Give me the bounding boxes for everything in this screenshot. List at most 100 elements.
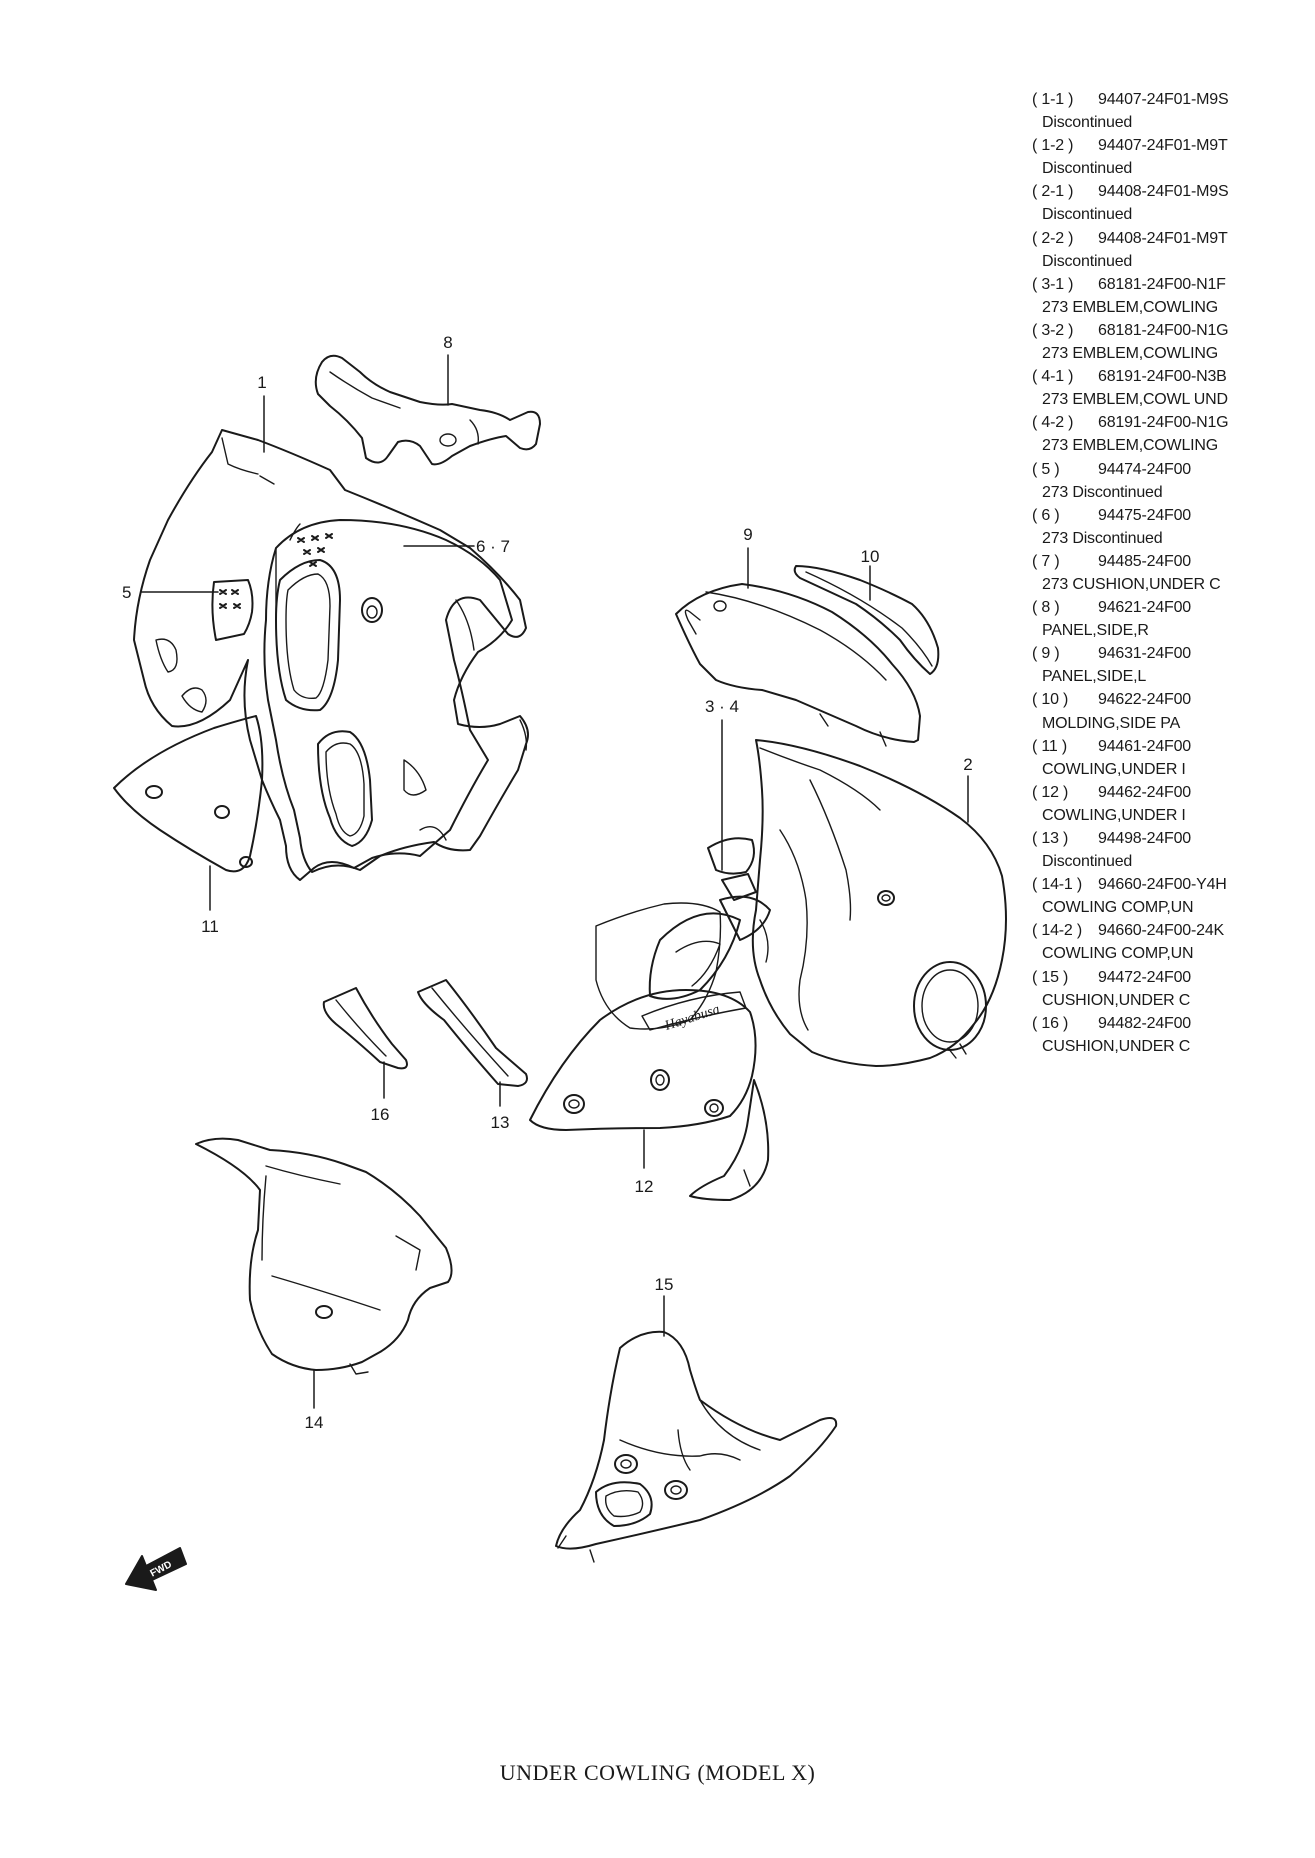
- parts-list-entry-head: ( 3-1 )68181-24F00-N1F: [1032, 273, 1302, 296]
- part-number[interactable]: 94408-24F01-M9T: [1098, 229, 1228, 247]
- part-ref-key: ( 10 ): [1032, 691, 1069, 709]
- part-number[interactable]: 94631-24F00: [1098, 645, 1191, 663]
- part-ref-key: ( 14-2 ): [1032, 922, 1082, 940]
- part-number[interactable]: 94475-24F00: [1098, 506, 1191, 524]
- part-3-4-emblem-cowling[interactable]: [595, 837, 771, 1030]
- callout-5-label: 5: [122, 583, 131, 602]
- part-description: COWLING,UNDER I: [1042, 760, 1186, 778]
- part-number[interactable]: 94462-24F00: [1098, 783, 1191, 801]
- part-ref-key: ( 14-1 ): [1032, 876, 1082, 894]
- part-description: 273 Discontinued: [1042, 529, 1163, 547]
- part-6-7-cowling-upper-left[interactable]: [263, 519, 529, 873]
- callout-6-7-label: 6 · 7: [476, 537, 510, 556]
- part-number[interactable]: 94408-24F01-M9S: [1098, 183, 1229, 201]
- part-description: MOLDING,SIDE PA: [1042, 714, 1181, 732]
- part-number[interactable]: 94474-24F00: [1098, 460, 1191, 478]
- part-number[interactable]: 94482-24F00: [1098, 1014, 1191, 1032]
- part-description: PANEL,SIDE,R: [1042, 622, 1149, 640]
- callout-2-label: 2: [963, 755, 972, 774]
- callout-1: 1: [257, 373, 267, 453]
- part-number[interactable]: 94461-24F00: [1098, 737, 1191, 755]
- part-number[interactable]: 94621-24F00: [1098, 599, 1191, 617]
- parts-list-entry-head: ( 4-1 )68191-24F00-N3B: [1032, 365, 1302, 388]
- part-number[interactable]: 68181-24F00-N1G: [1098, 321, 1229, 339]
- callout-6-7: 6 · 7: [403, 537, 510, 556]
- part-8-panel-side-r[interactable]: [314, 354, 541, 466]
- part-number[interactable]: 68181-24F00-N1F: [1098, 275, 1226, 293]
- parts-list-entry[interactable]: ( 2-1 )94408-24F01-M9S Discontinued: [1032, 180, 1302, 226]
- callout-3-4: 3 · 4: [705, 697, 739, 871]
- part-ref-key: ( 15 ): [1032, 968, 1069, 986]
- part-5-cushion-pad[interactable]: [211, 579, 254, 641]
- callout-3-4-label: 3 · 4: [705, 697, 739, 716]
- parts-list-entry-head: ( 4-2 )68191-24F00-N1G: [1032, 411, 1302, 434]
- part-description: CUSHION,UNDER C: [1042, 991, 1191, 1009]
- parts-list-entry-head: ( 2-1 )94408-24F01-M9S: [1032, 180, 1302, 203]
- callout-8-label: 8: [443, 333, 452, 352]
- part-number[interactable]: 94407-24F01-M9T: [1098, 137, 1228, 155]
- part-description: PANEL,SIDE,L: [1042, 668, 1147, 686]
- callout-8: 8: [443, 333, 453, 406]
- part-ref-key: ( 1-2 ): [1032, 137, 1074, 155]
- part-12-cowling-under-right[interactable]: Hayabusa: [529, 989, 770, 1201]
- part-14-cowling-comp-under[interactable]: [555, 1330, 838, 1563]
- parts-list-entry-head: ( 11 )94461-24F00: [1032, 735, 1302, 758]
- part-number[interactable]: 94660-24F00-24K: [1098, 922, 1224, 940]
- callout-15-label: 16: [371, 1105, 390, 1124]
- page-caption: UNDER COWLING (MODEL X): [499, 1760, 816, 1785]
- part-1-cowling-side-left[interactable]: [133, 429, 527, 881]
- part-number[interactable]: 94407-24F01-M9S: [1098, 91, 1229, 108]
- callout-10: 10: [861, 547, 879, 601]
- part-description: Discontinued: [1042, 853, 1133, 871]
- part-ref-key: ( 8 ): [1032, 599, 1060, 617]
- part-16-cushion-under[interactable]: [417, 979, 528, 1087]
- part-number[interactable]: 68191-24F00-N1G: [1098, 414, 1229, 432]
- part-ref-key: ( 3-2 ): [1032, 321, 1074, 339]
- parts-list-entry-head: ( 3-2 ) 68181-24F00-N1G: [1032, 319, 1302, 342]
- parts-list-entry[interactable]: ( 14-2 ) 94660-24F00-24K COWLING COMP,UN: [1032, 919, 1302, 965]
- part-13-cowling-under-left[interactable]: [195, 1137, 453, 1375]
- parts-list-entry-head: ( 10 ) 94622-24F00: [1032, 688, 1302, 711]
- parts-list-entry-head: ( 16 )94482-24F00: [1032, 1012, 1302, 1035]
- parts-list-entry-head: ( 9 )94631-24F00: [1032, 642, 1302, 665]
- part-description: Discontinued: [1042, 206, 1133, 224]
- part-11-cowling-under-left[interactable]: [113, 715, 264, 873]
- part-number[interactable]: 94472-24F00: [1098, 968, 1191, 986]
- part-9-panel-side-l[interactable]: [675, 583, 921, 747]
- part-number[interactable]: 94498-24F00: [1098, 830, 1191, 847]
- part-10-molding-side[interactable]: [793, 565, 940, 675]
- callout-9: 9: [743, 525, 753, 589]
- part-description: Discontinued: [1042, 160, 1133, 178]
- part-number[interactable]: 94485-24F00: [1098, 552, 1191, 570]
- parts-list-entry[interactable]: ( 1-2 ) 94407-24F01-M9T Discontinued: [1032, 134, 1302, 180]
- part-ref-key: ( 13 ): [1032, 830, 1069, 847]
- part-description: COWLING COMP,UN: [1042, 945, 1194, 963]
- part-number[interactable]: 68191-24F00-N3B: [1098, 368, 1227, 386]
- part-number[interactable]: 94660-24F00-Y4H: [1098, 876, 1227, 894]
- part-description: CUSHION,UNDER C: [1042, 1037, 1191, 1055]
- parts-list-entry-head: ( 14-1 ) 94660-24F00-Y4H: [1032, 873, 1302, 896]
- part-number[interactable]: 94622-24F00: [1098, 691, 1191, 709]
- part-description: 273 CUSHION,UNDER C: [1042, 575, 1221, 593]
- callout-5: 5: [122, 583, 219, 602]
- part-15-cushion-under[interactable]: [322, 987, 408, 1070]
- part-2-cowling-side-right[interactable]: [751, 739, 1007, 1067]
